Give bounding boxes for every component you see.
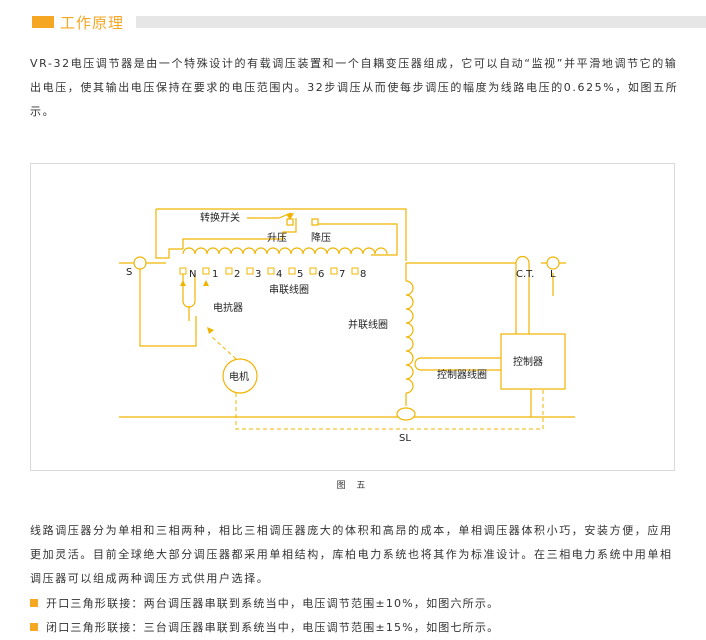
sl-label: SL bbox=[399, 433, 411, 444]
bullet-text: 闭口三角形联接：三台调压器串联到系统当中，电压调节范围±15%，如图七所示。 bbox=[46, 621, 500, 634]
motor-label: 电机 bbox=[229, 370, 249, 383]
ct-label: C.T. bbox=[516, 269, 534, 280]
bullet-square-icon bbox=[30, 623, 38, 631]
series-coil-label: 串联线圈 bbox=[269, 283, 309, 296]
raise-label: 升压 bbox=[267, 232, 287, 244]
bullet-text: 开口三角形联接：两台调压器串联到系统当中，电压调节范围±10%，如图六所示。 bbox=[46, 597, 500, 610]
tap-label-5: 5 bbox=[297, 269, 303, 280]
header-bar bbox=[136, 16, 706, 28]
l-terminal bbox=[546, 256, 560, 270]
s-label: S bbox=[126, 267, 132, 278]
controller-box bbox=[500, 333, 566, 390]
bullet-square-icon bbox=[30, 599, 38, 607]
section-header: 工作原理 bbox=[22, 10, 706, 34]
tap-label-4: 4 bbox=[276, 269, 282, 280]
tap-label-n: N bbox=[189, 269, 196, 280]
tap-label-8: 8 bbox=[360, 269, 366, 280]
tap-label-3: 3 bbox=[255, 269, 261, 280]
tap-label-1: 1 bbox=[212, 269, 218, 280]
shunt-coil bbox=[405, 280, 414, 394]
s-terminal bbox=[133, 256, 147, 270]
circuit-diagram: 转换开关 升压 降压 S N 1 2 3 4 5 6 7 8 串联线圈 电抗器 … bbox=[119, 208, 575, 444]
reactor-label: 电抗器 bbox=[213, 301, 243, 314]
bullet-item: 闭口三角形联接：三台调压器串联到系统当中，电压调节范围±15%，如图七所示。 bbox=[30, 619, 499, 635]
body-paragraph: 线路调压器分为单相和三相两种，相比三相调压器庞大的体积和高昂的成本，单相调压器体… bbox=[30, 524, 673, 585]
section-marker-icon bbox=[32, 16, 54, 28]
controller-label: 控制器 bbox=[513, 355, 543, 368]
intro-paragraph: VR-32电压调节器是由一个特殊设计的有载调压装置和一个自耦变压器组成，它可以自… bbox=[30, 57, 679, 118]
lower-label: 降压 bbox=[311, 231, 331, 244]
tap-label-6: 6 bbox=[318, 269, 324, 280]
section-title: 工作原理 bbox=[60, 14, 125, 32]
bullet-item: 开口三角形联接：两台调压器串联到系统当中，电压调节范围±10%，如图六所示。 bbox=[30, 595, 499, 611]
control-coil-label: 控制器线圈 bbox=[437, 368, 487, 381]
shunt-coil-label: 并联线圈 bbox=[348, 318, 388, 331]
motor-circle bbox=[222, 358, 258, 394]
series-coil bbox=[182, 247, 388, 255]
figure-caption: 图 五 bbox=[336, 481, 370, 491]
l-label: L bbox=[550, 269, 556, 280]
circuit-figure: 转换开关 升压 降压 S N 1 2 3 4 5 6 7 8 串联线圈 电抗器 … bbox=[30, 163, 675, 471]
tap-label-7: 7 bbox=[339, 269, 345, 280]
switch-label: 转换开关 bbox=[200, 211, 240, 224]
tap-label-2: 2 bbox=[234, 269, 240, 280]
